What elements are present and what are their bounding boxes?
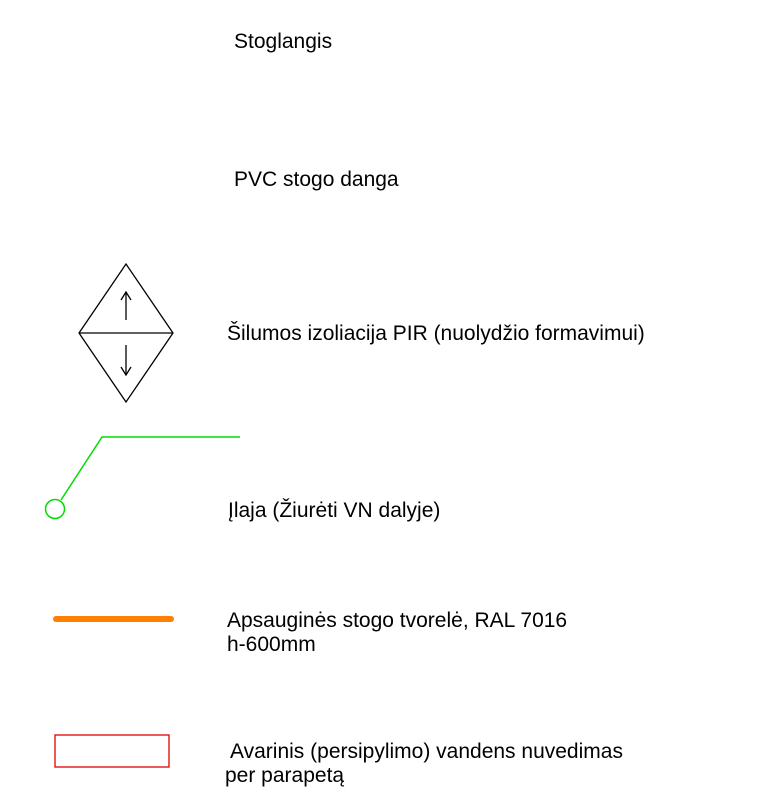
legend-label-pir-insulation: Šilumos izoliacija PIR (nuolydžio formav… [227,322,645,345]
insulation-diamond [78,262,174,404]
arrow-down-icon [120,345,132,377]
legend-label-safety-railing: Apsauginės stogo tvorelė, RAL 7016 h-600… [227,609,568,656]
legend-label-pvc-roofing: PVC stogo danga [234,168,399,191]
legend-label-emergency-overflow: Avarinis (persipylimo) vandens nuvedimas… [225,740,623,787]
drain-circle [44,498,66,520]
roof-drain-symbol [44,436,240,520]
emergency-overflow-symbol [54,734,170,768]
drain-leader-line [60,436,240,501]
legend-label-skylight: Stoglangis [234,30,333,53]
legend-label-roof-drain: Įlaja (Žiurėti VN dalyje) [228,499,441,522]
arrow-up-icon [120,290,132,320]
pir-insulation-symbol [78,262,174,404]
